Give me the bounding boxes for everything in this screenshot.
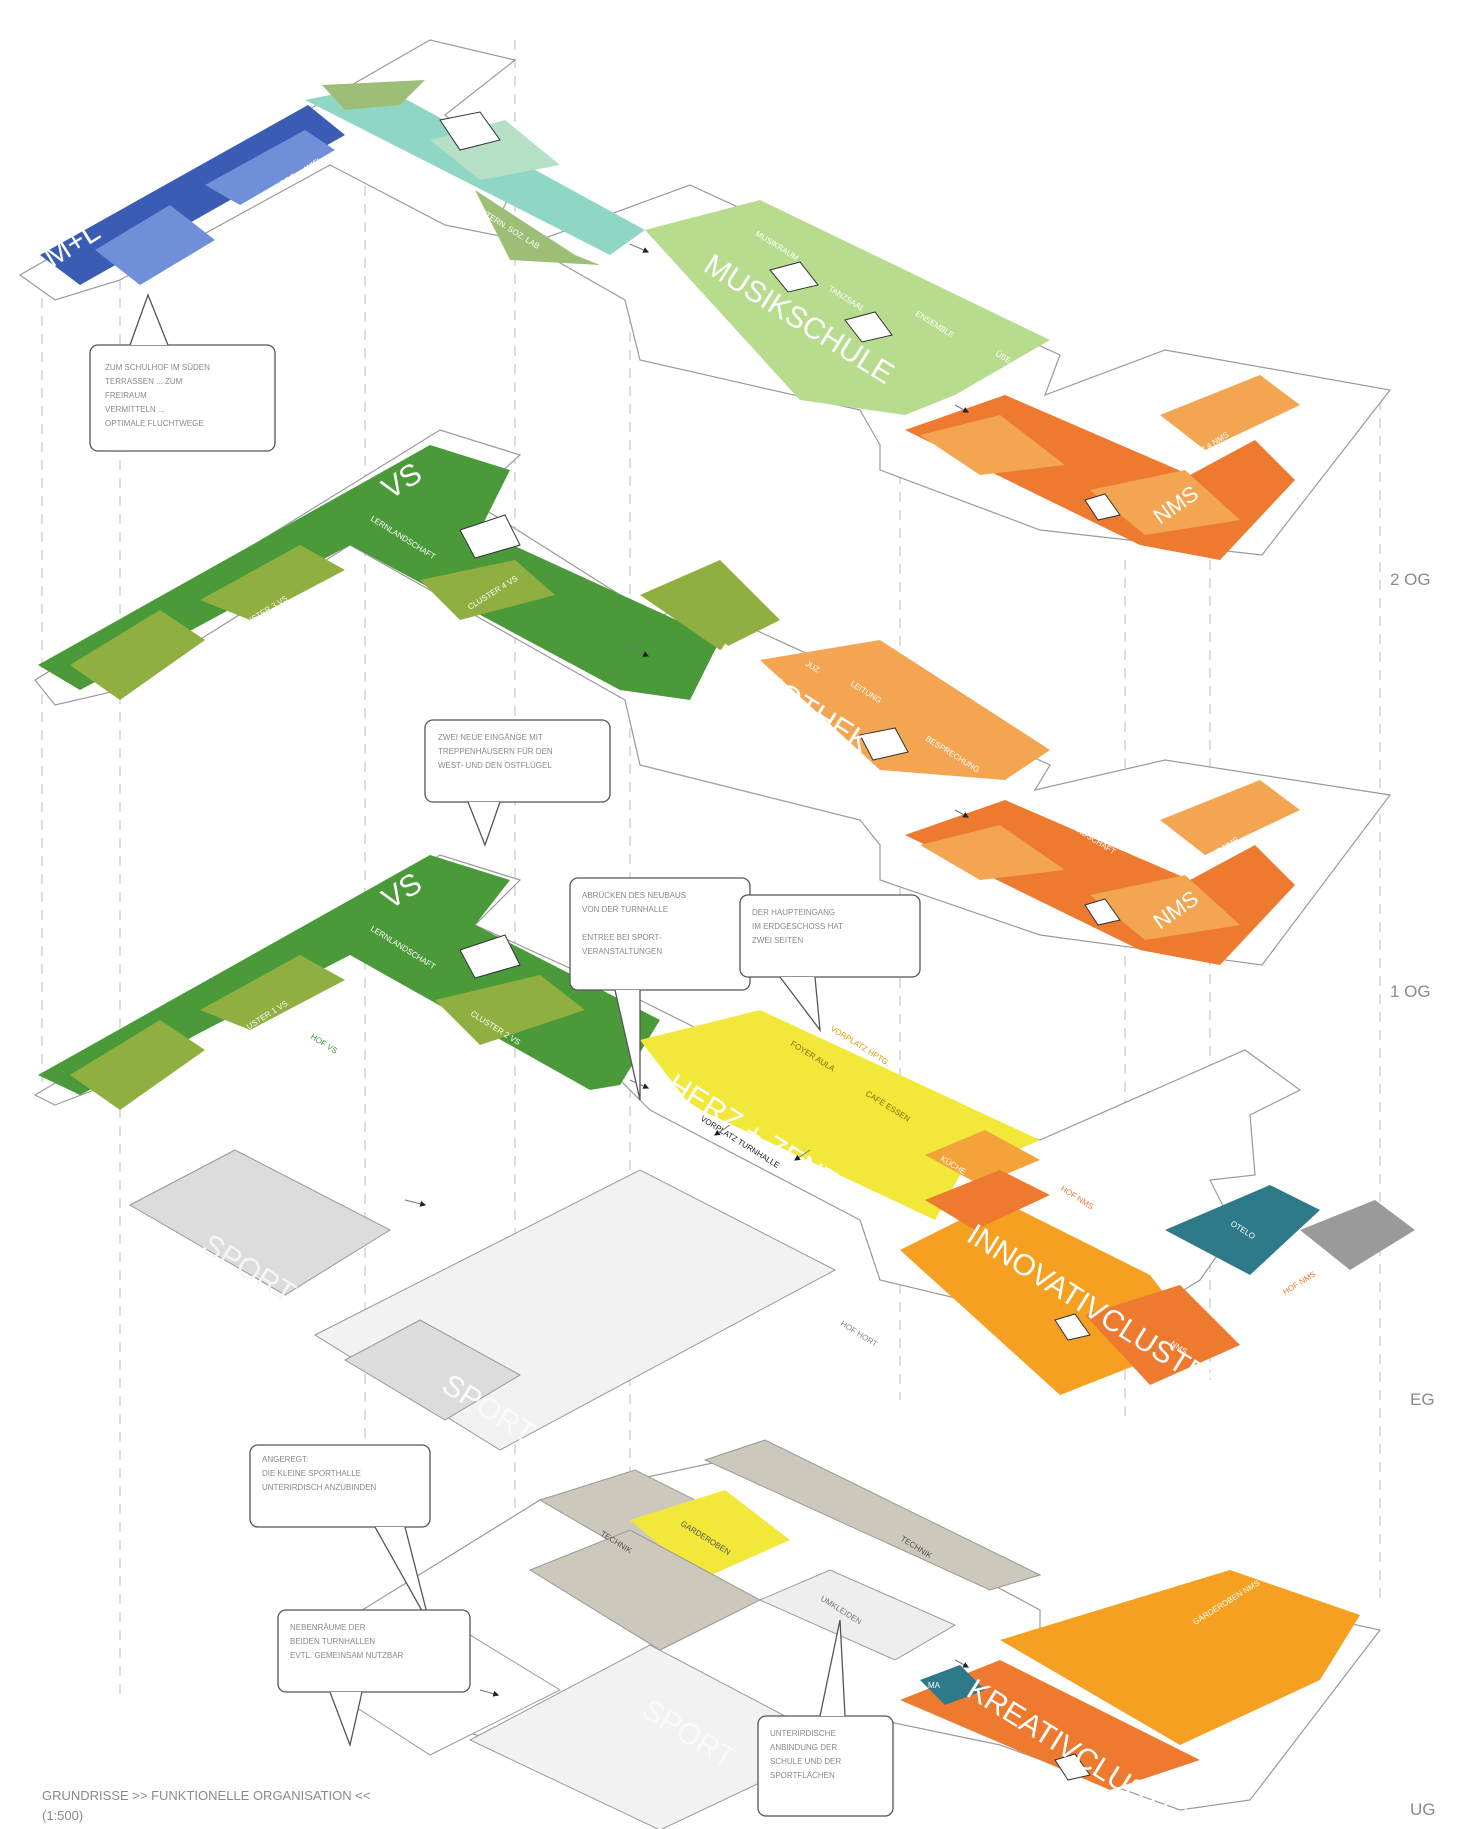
svg-text:ZUM SCHULHOF IM SÜDEN: ZUM SCHULHOF IM SÜDEN bbox=[105, 363, 210, 372]
umkleiden bbox=[758, 1569, 957, 1661]
ml-wing bbox=[40, 105, 345, 285]
bibliothek-1og bbox=[640, 560, 780, 650]
svg-text:WEST- UND DEN OSTFLÜGEL: WEST- UND DEN OSTFLÜGEL bbox=[438, 761, 552, 770]
technik-2 bbox=[703, 1439, 1042, 1591]
svg-text:BEIDEN TURNHALLEN: BEIDEN TURNHALLEN bbox=[290, 1637, 375, 1646]
svg-text:VERANSTALTUNGEN: VERANSTALTUNGEN bbox=[582, 947, 662, 956]
svg-text:VON DER TURNHALLE: VON DER TURNHALLE bbox=[582, 905, 668, 914]
level-label-1og: 1 OG bbox=[1390, 982, 1431, 1001]
svg-text:IM ERDGESCHOSS HAT: IM ERDGESCHOSS HAT bbox=[752, 922, 843, 931]
level-label-eg: EG bbox=[1410, 1390, 1435, 1409]
caption-scale: (1:500) bbox=[42, 1808, 83, 1823]
note-nebenraeume: NEBENRÄUME DER BEIDEN TURNHALLEN EVTL. G… bbox=[277, 1609, 471, 1748]
note-eingaenge: ZWEI NEUE EINGÄNGE MIT TREPPENHÄUSERN FÜ… bbox=[424, 719, 611, 847]
svg-text:ZWEI SEITEN: ZWEI SEITEN bbox=[752, 936, 803, 945]
svg-text:OPTIMALE FLUCHTWEGE: OPTIMALE FLUCHTWEGE bbox=[105, 419, 204, 428]
svg-text:VERMITTELN ...: VERMITTELN ... bbox=[105, 405, 165, 414]
label-hof-nms-2: HOF NMS bbox=[1281, 1270, 1317, 1297]
svg-text:UNTERIRDISCH ANZUBINDEN: UNTERIRDISCH ANZUBINDEN bbox=[262, 1483, 376, 1492]
level-eg: VS HERZ + ZENTRUM INNOVATIVCLUSTER SPORT… bbox=[33, 854, 1415, 1451]
svg-text:ZWEI NEUE EINGÄNGE MIT: ZWEI NEUE EINGÄNGE MIT bbox=[438, 733, 543, 742]
svg-text:ENTREE BEI SPORT-: ENTREE BEI SPORT- bbox=[582, 933, 662, 942]
svg-text:DIE KLEINE SPORTHALLE: DIE KLEINE SPORTHALLE bbox=[262, 1469, 361, 1478]
svg-text:SPORTFLÄCHEN: SPORTFLÄCHEN bbox=[770, 1771, 835, 1780]
level-label-ug: UG bbox=[1410, 1800, 1436, 1819]
note-haupteingang: DER HAUPTEINGANG IM ERDGESCHOSS HAT ZWEI… bbox=[739, 894, 921, 1033]
svg-text:EVTL. GEMEINSAM NUTZBAR: EVTL. GEMEINSAM NUTZBAR bbox=[290, 1651, 404, 1660]
ma bbox=[920, 1665, 985, 1705]
svg-text:ABRÜCKEN DES NEUBAUS: ABRÜCKEN DES NEUBAUS bbox=[582, 891, 686, 900]
herz-zentrum bbox=[640, 1010, 1040, 1220]
garderoben-nms bbox=[1000, 1570, 1360, 1745]
svg-text:TREPPENHÄUSERN FÜR DEN: TREPPENHÄUSERN FÜR DEN bbox=[438, 747, 553, 756]
musikschule bbox=[645, 200, 1050, 415]
level-1og: VS BIBLIOTHEK NMS LERNLANDSCHAFT CLUSTER… bbox=[34, 429, 1392, 966]
label-hof-vs: HOF VS bbox=[309, 1032, 339, 1055]
note-angeregt: ANGEREGT: DIE KLEINE SPORTHALLE UNTERIRD… bbox=[249, 1444, 431, 1626]
svg-text:DER HAUPTEINGANG: DER HAUPTEINGANG bbox=[752, 908, 835, 917]
svg-text:ANBINDUNG DER: ANBINDUNG DER bbox=[770, 1743, 837, 1752]
otelo bbox=[1165, 1185, 1320, 1275]
label-ma: MA bbox=[928, 1681, 941, 1690]
garderoben-ug bbox=[630, 1490, 790, 1580]
sport-large bbox=[313, 1169, 837, 1451]
vs-1og bbox=[38, 445, 720, 700]
svg-text:UNTERIRDISCHE: UNTERIRDISCHE bbox=[770, 1729, 836, 1738]
svg-text:FREIRAUM: FREIRAUM bbox=[105, 391, 147, 400]
note-unterirdisch: UNTERIRDISCHE ANBINDUNG DER SCHULE UND D… bbox=[757, 1619, 894, 1817]
svg-text:ANGEREGT:: ANGEREGT: bbox=[262, 1455, 308, 1464]
note-abruecken: ABRÜCKEN DES NEUBAUS VON DER TURNHALLE E… bbox=[569, 877, 751, 1101]
svg-text:SCHULE UND DER: SCHULE UND DER bbox=[770, 1757, 841, 1766]
level-ug: KREATIVCLUSTER SPORT TECHNIK TECHNIK GAR… bbox=[329, 1439, 1382, 1829]
svg-text:NEBENRÄUME DER: NEBENRÄUME DER bbox=[290, 1623, 366, 1632]
note-terrassen: ZUM SCHULHOF IM SÜDEN TERRASSEN ... ZUM … bbox=[89, 293, 276, 452]
caption-title: GRUNDRISSE >> FUNKTIONELLE ORGANISATION … bbox=[42, 1788, 370, 1803]
level-2og: M+L MUSIKSCHULE NMS CLUSTER ORG. + WIFI … bbox=[18, 39, 1392, 560]
level-label-2og: 2 OG bbox=[1390, 570, 1431, 589]
svg-text:TERRASSEN ... ZUM: TERRASSEN ... ZUM bbox=[105, 377, 183, 386]
label-hof-hort: HOF HORT bbox=[839, 1319, 879, 1349]
sport-small bbox=[128, 1149, 392, 1296]
